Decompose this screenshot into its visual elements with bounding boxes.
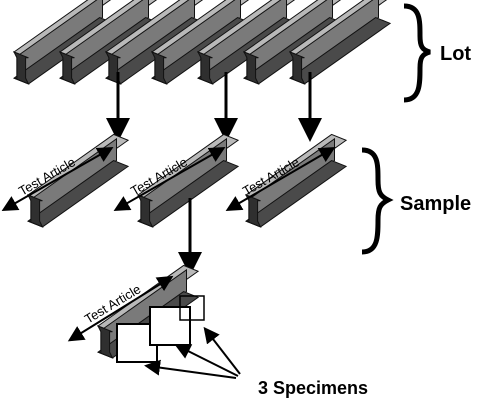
lot-beam	[288, 0, 392, 85]
sample-label: Sample	[400, 193, 471, 215]
specimen-box	[149, 306, 191, 346]
sample-brace	[361, 147, 394, 255]
beam-end	[58, 51, 76, 85]
test-article-arrow	[1, 147, 114, 211]
specimen-pointer-arrow	[174, 344, 239, 377]
test-article-arrow	[67, 275, 174, 342]
lot-beams	[12, 0, 392, 85]
specimens-label: 3 Specimens	[258, 378, 368, 398]
beam-end	[12, 51, 30, 85]
beam-end	[288, 51, 306, 85]
lot-brace	[403, 3, 431, 103]
lot-to-sample-arrows	[106, 72, 322, 142]
beam-end	[196, 51, 214, 85]
test-article-arrow	[225, 146, 336, 212]
beam-end	[150, 51, 168, 85]
specimen-pointer-arrow	[144, 359, 237, 379]
specimen-pointers	[144, 326, 241, 379]
sample-beams	[26, 133, 348, 228]
specimen-pointer-arrow	[203, 326, 241, 375]
beam-end	[242, 51, 260, 85]
test-article-arrow	[113, 147, 226, 211]
specimen-box	[179, 295, 205, 321]
lot-label: Lot	[440, 43, 471, 65]
